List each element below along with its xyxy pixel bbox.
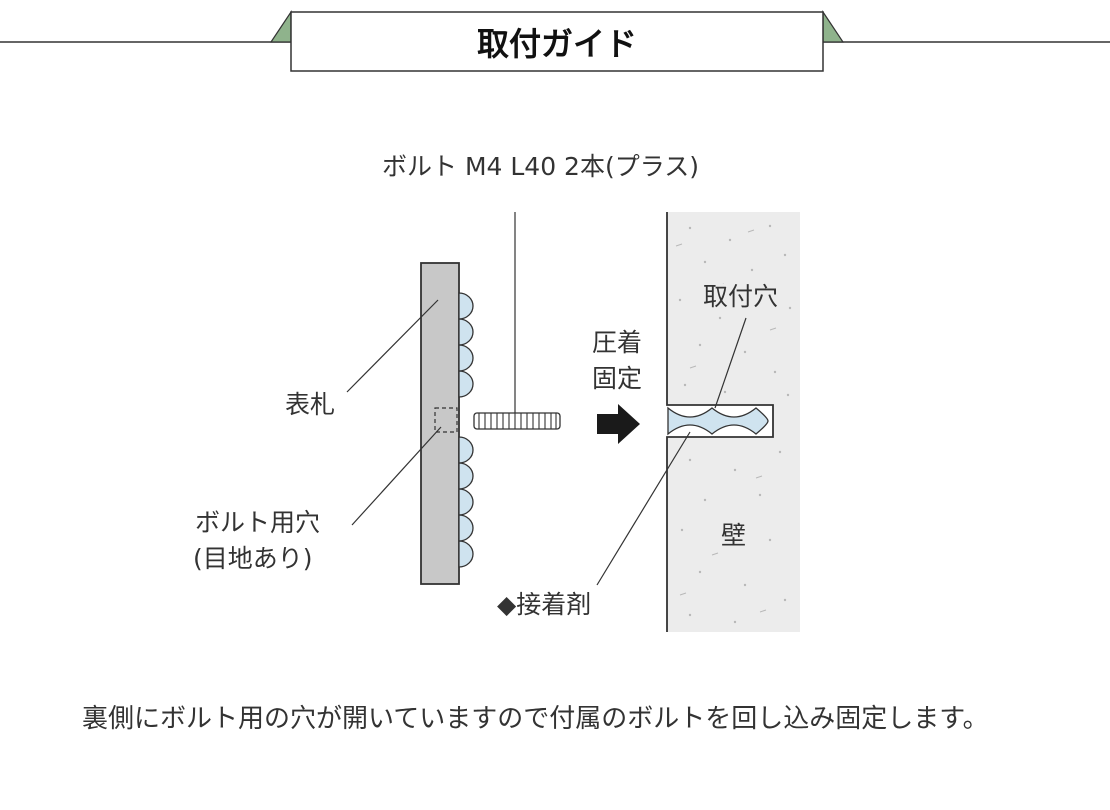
banner-right-corner <box>822 10 845 43</box>
bolt <box>473 212 561 430</box>
mount-hole-label: 取付穴 <box>703 282 779 311</box>
title-banner <box>0 10 1110 72</box>
leader-lines <box>346 299 747 586</box>
bolt-hole-label-2: (目地あり) <box>193 544 313 573</box>
wall <box>666 212 800 632</box>
adhesive-upper <box>458 292 474 398</box>
title-box <box>290 11 824 72</box>
wall-texture <box>678 224 792 624</box>
banner-left-corner <box>269 10 292 43</box>
press-arrow-icon <box>597 404 640 444</box>
bolt-hole-label-1: ボルト用穴 <box>195 508 321 537</box>
instruction-caption: 裏側にボルト用の穴が開いていますので付属のボルトを回し込み固定します。 <box>82 704 989 734</box>
press-label-2: 固定 <box>592 364 643 393</box>
adhesive-in-hole <box>667 406 769 436</box>
bolt-label: ボルト M4 L40 2本(プラス) <box>382 152 699 181</box>
plate-label: 表札 <box>285 390 336 419</box>
press-label-1: 圧着 <box>592 328 643 357</box>
adhesive-label: ◆接着剤 <box>497 590 592 619</box>
page-title: 取付ガイド <box>476 25 637 63</box>
adhesive-lower <box>458 436 474 568</box>
bolt-hole-dashed <box>434 407 458 433</box>
name-plate <box>420 262 474 585</box>
wall-label: 壁 <box>721 521 747 550</box>
